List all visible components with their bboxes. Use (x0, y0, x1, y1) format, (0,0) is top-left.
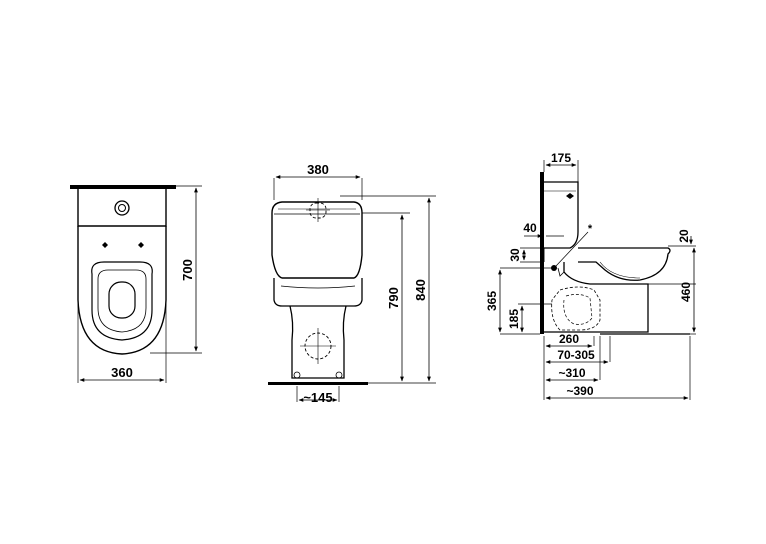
top-view-seat (91, 261, 153, 341)
side-view-dim-260-label: 260 (559, 332, 579, 346)
hinge-left (102, 242, 108, 248)
fixing-right (335, 371, 343, 379)
side-view-bowl (578, 247, 671, 281)
top-view-tank (77, 189, 167, 227)
front-view-pedestal (289, 305, 347, 379)
side-view-inlet-height-label: 365 (485, 291, 499, 311)
side-view-dim-390-label: ~390 (566, 384, 593, 398)
side-view-outlet-height-label: 185 (507, 309, 521, 329)
side-view-tank-depth-label: 175 (551, 151, 571, 165)
front-view-width-label: 380 (307, 162, 329, 177)
front-view-tank (271, 201, 363, 279)
side-view-inlet-offset-label: 40 (523, 221, 537, 235)
front-view-pan-height-label: 790 (386, 287, 401, 309)
side-view-inlet-drop-label: 30 (508, 248, 522, 262)
front-view-rim (273, 278, 363, 307)
side-view-asterisk: * (588, 223, 593, 235)
side-view-wall (540, 172, 544, 334)
front-view-floor (268, 382, 368, 385)
top-view (70, 185, 202, 383)
side-view-inlet (551, 265, 557, 271)
top-view-wall (70, 185, 176, 189)
side-view-rim-offset-label: 20 (677, 229, 691, 243)
side-view-tank (544, 181, 579, 249)
top-view-bowl-outer (77, 226, 167, 355)
side-view (498, 160, 696, 400)
side-view-seat-height-label: 460 (679, 282, 693, 302)
side-view-dim-70-305-label: 70-305 (557, 348, 595, 362)
front-view (268, 175, 436, 402)
top-view-width-label: 360 (111, 365, 133, 380)
top-view-depth-label: 700 (180, 259, 195, 281)
fixing-left (293, 371, 301, 379)
top-view-opening (108, 281, 136, 319)
flush-button-inner (118, 204, 126, 212)
front-view-outlet-spacing-label: ~145 (303, 390, 332, 405)
front-view-total-height-label: 840 (413, 279, 428, 301)
side-view-dim-310-label: ~310 (558, 366, 585, 380)
side-view-trap (551, 286, 601, 331)
flush-button-outer (114, 200, 130, 216)
top-view-seat-inner (97, 269, 147, 333)
hinge-right (138, 242, 144, 248)
side-view-pedestal (544, 262, 649, 333)
